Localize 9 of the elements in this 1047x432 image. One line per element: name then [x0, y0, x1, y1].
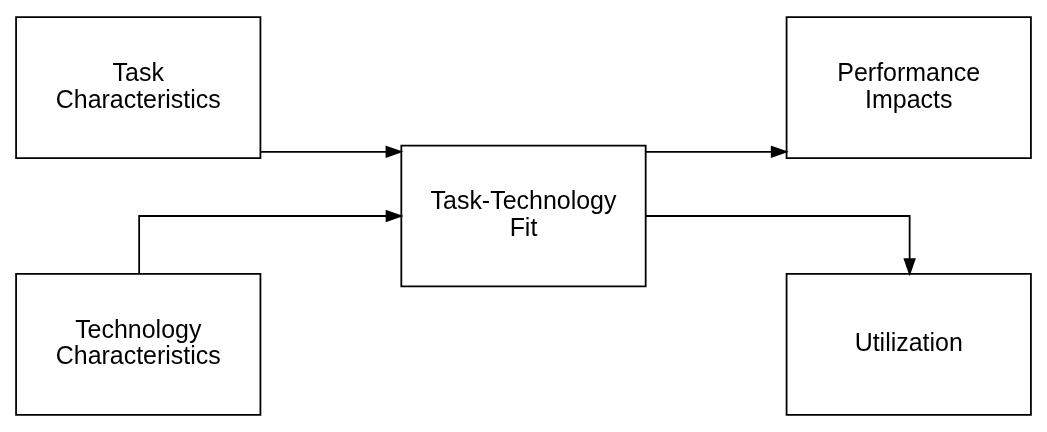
arrow: [259, 145, 404, 159]
arrow: [644, 215, 916, 277]
node-box: Technology Characteristics: [15, 273, 262, 416]
arrow: [645, 145, 789, 159]
node-box: Performance Impacts: [785, 16, 1032, 159]
node-box: Task Characteristics: [15, 16, 262, 159]
node-box: Task-Technology Fit: [400, 144, 647, 288]
arrow: [138, 209, 404, 275]
node-box: Utilization: [785, 273, 1032, 416]
